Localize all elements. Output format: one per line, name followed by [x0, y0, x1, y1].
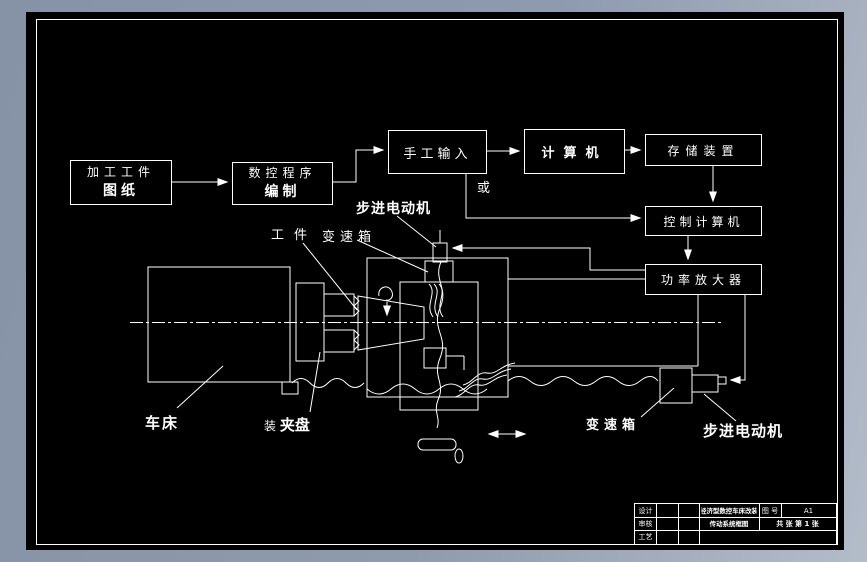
label-chuck-prefix: 装: [264, 419, 277, 433]
flow-box-nc-programming: 数控程序 编制: [232, 162, 333, 205]
box-label: 加工工件: [86, 164, 155, 179]
flow-box-manual-input: 手工输入: [388, 130, 487, 174]
flow-box-power-amplifier: 功率放大器: [645, 264, 762, 295]
title-block-title-line2: 传动系统框图: [709, 519, 749, 528]
flow-box-computer: 计算机: [524, 129, 625, 174]
flow-box-storage: 存储装置: [645, 134, 762, 166]
label-gearbox-bottom: 变速箱: [586, 418, 641, 433]
title-block: 设计 审核 工艺 经济型数控车床改装 传动系统框图 图 号 A1 共 张 第 1…: [634, 503, 837, 545]
box-label: 编制: [264, 184, 301, 201]
carriage-assembly: [367, 230, 508, 428]
title-block-process: 工艺: [638, 533, 653, 541]
title-block-sheet-no-label: 图 号: [761, 506, 779, 515]
hand-crank: [418, 439, 463, 463]
box-label: 图纸: [103, 183, 139, 200]
title-block-sheet-count: 共 张 第 1 张: [776, 519, 819, 528]
gearbox-bottom-box: [660, 368, 692, 403]
flow-arrows: [170, 146, 745, 384]
title-block-title-line1: 经济型数控车床改装: [701, 507, 757, 515]
label-chuck: 装 夹盘: [264, 414, 310, 435]
label-stepper-motor-bottom: 步进电动机: [703, 422, 784, 440]
label-workpiece: 工件: [271, 228, 318, 243]
title-block-sheet-no: A1: [803, 506, 814, 515]
flow-box-control-computer: 控制计算机: [645, 206, 762, 236]
workpiece-shape: [358, 287, 424, 350]
label-gearbox-top: 变速箱: [322, 230, 377, 245]
lead-screw: [292, 363, 658, 397]
box-label: 数控程序: [248, 165, 317, 180]
gearbox-top-box: [425, 261, 453, 282]
label-stepper-motor-top: 步进电动机: [356, 201, 431, 217]
label-lathe: 车床: [145, 414, 180, 432]
label-or: 或: [477, 181, 491, 196]
lathe-headstock: [148, 267, 298, 394]
stepper-bottom-box: [692, 375, 726, 392]
title-block-review: 审核: [638, 519, 653, 528]
title-block-design: 设计: [638, 506, 653, 515]
leader-lines: [177, 216, 736, 421]
flow-box-workpiece-drawing: 加工工件 图纸: [70, 160, 172, 205]
sheet-border: [36, 19, 838, 545]
chuck: [296, 283, 359, 361]
label-chuck-main: 夹盘: [279, 416, 310, 434]
